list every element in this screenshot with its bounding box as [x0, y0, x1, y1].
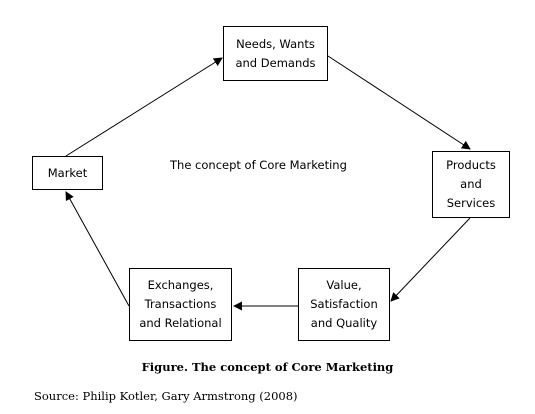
arrow-market-to-needs	[65, 57, 223, 157]
node-products-line-1: Products	[446, 158, 496, 172]
node-needs-line-2: and Demands	[235, 55, 316, 70]
arrow-products-to-value	[390, 217, 471, 302]
node-exchanges-transactions-relational: Exchanges, Transactions and Relational	[129, 268, 232, 341]
node-needs-line-1: Needs, Wants	[236, 36, 315, 51]
node-needs-wants-demands: Needs, Wants and Demands	[223, 26, 328, 81]
node-products-line-3: Services	[446, 196, 496, 210]
source-citation: Source: Philip Kotler, Gary Armstrong (2…	[34, 389, 298, 403]
arrow-needs-to-products	[327, 55, 471, 150]
node-exchanges-line-2: Transactions	[144, 297, 217, 311]
diagram-center-title: The concept of Core Marketing	[170, 158, 347, 172]
node-products-line-2: and	[460, 177, 482, 191]
node-value-line-3: and Quality	[310, 316, 378, 330]
node-market: Market	[32, 156, 103, 190]
node-value-satisfaction-quality: Value, Satisfaction and Quality	[298, 268, 390, 341]
arrow-exchanges-to-market	[65, 191, 130, 307]
node-exchanges-line-3: and Relational	[139, 316, 222, 330]
node-value-line-2: Satisfaction	[310, 297, 378, 311]
node-exchanges-line-1: Exchanges,	[147, 278, 214, 292]
node-products-services: Products and Services	[432, 151, 510, 218]
figure-caption: Figure. The concept of Core Marketing	[141, 360, 394, 374]
node-market-line-1: Market	[47, 165, 88, 180]
node-value-line-1: Value,	[326, 278, 362, 292]
